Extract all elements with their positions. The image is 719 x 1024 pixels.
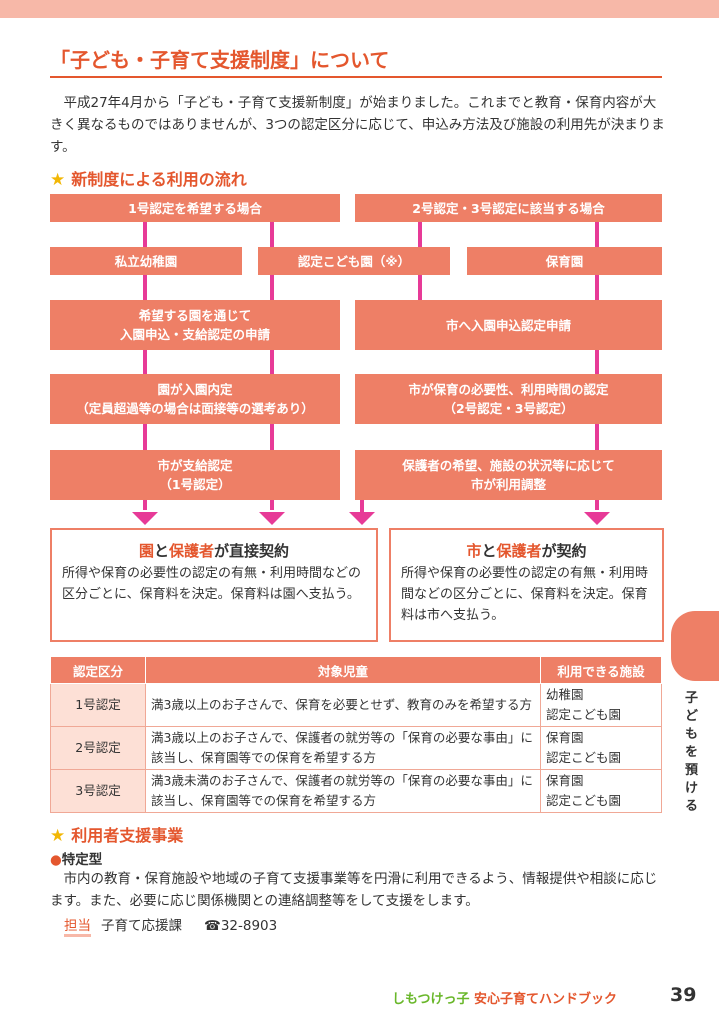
right-step2-line1: 市が保育の必要性、利用時間の認定: [408, 382, 609, 397]
support-section-title: 利用者支援事業: [71, 826, 184, 845]
left-step2-line1: 園が入園内定: [157, 382, 233, 397]
flow-line: [270, 222, 274, 510]
table-cell-target: 満3歳未満のお子さんで、保護者の就労等の「保育の必要な事由」に該当し、保育園等で…: [145, 769, 541, 813]
contact-dept: 子育て応援課: [101, 918, 182, 934]
table-cell-target: 満3歳以上のお子さんで、保育を必要とせず、教育のみを希望する方: [145, 683, 541, 727]
contract-left-a: 園: [138, 542, 154, 560]
right-step2: 市が保育の必要性、利用時間の認定 （2号認定・3号認定）: [355, 374, 662, 424]
table-cell-cat: 2号認定: [50, 726, 146, 770]
contract-box-right: 市と保護者が契約 所得や保育の必要性の認定の有無・利用時間などの区分ごとに、保育…: [389, 528, 664, 642]
flow-section-title: 新制度による利用の流れ: [71, 170, 247, 189]
support-section-heading: ★ 利用者支援事業: [50, 822, 183, 846]
left-step1-line1: 希望する園を通じて: [138, 308, 252, 323]
right-step1: 市へ入園申込認定申請: [355, 300, 662, 350]
table-header: 認定区分: [50, 656, 146, 684]
flow-line: [360, 492, 364, 516]
table-row: 1号認定 満3歳以上のお子さんで、保育を必要とせず、教育のみを希望する方 幼稚園…: [50, 683, 662, 727]
support-subhead-text: 特定型: [61, 852, 103, 868]
contact-phone: ☎32-8903: [204, 918, 278, 934]
table-cell-cat: 3号認定: [50, 769, 146, 813]
contract-box-left: 園と保護者が直接契約 所得や保育の必要性の認定の有無・利用時間などの区分ごとに、…: [50, 528, 378, 642]
left-step1-line2: 入園申込・支給認定の申請: [119, 327, 270, 342]
certification-table: 認定区分 対象児童 利用できる施設 1号認定 満3歳以上のお子さんで、保育を必要…: [50, 656, 662, 813]
contract-left-title: 園と保護者が直接契約: [52, 540, 376, 561]
contact-label: 担当: [64, 918, 91, 937]
right-step3-line1: 保護者の希望、施設の状況等に応じて: [402, 458, 615, 473]
contract-right-b: と: [481, 542, 497, 560]
facility-name: 保育園: [546, 773, 584, 788]
flow-head-left: 1号認定を希望する場合: [50, 194, 340, 222]
flow-section-heading: ★ 新制度による利用の流れ: [50, 166, 247, 190]
contract-left-c: 保護者: [169, 542, 215, 560]
facility-name: 保育園: [546, 730, 584, 745]
table-row: 3号認定 満3歳未満のお子さんで、保護者の就労等の「保育の必要な事由」に該当し、…: [50, 769, 662, 813]
contact-line: 担当子育て応援課 ☎32-8903: [64, 914, 278, 937]
left-step3-line2: （1号認定）: [159, 477, 231, 492]
table-row: 2号認定 満3歳以上のお子さんで、保護者の就労等の「保育の必要な事由」に該当し、…: [50, 726, 662, 770]
contract-right-d: が契約: [541, 542, 587, 560]
right-step2-line2: （2号認定・3号認定）: [443, 401, 574, 416]
top-band: [0, 0, 719, 18]
flow-line: [143, 222, 147, 510]
facility-name: 認定こども園: [546, 750, 622, 765]
right-step3: 保護者の希望、施設の状況等に応じて 市が利用調整: [355, 450, 662, 500]
contract-right-c: 保護者: [496, 542, 542, 560]
left-step2-line2: （定員超過等の場合は面接等の選考あり）: [76, 401, 314, 416]
right-step3-line2: 市が利用調整: [470, 477, 546, 492]
arrow-down-icon: [132, 512, 158, 525]
table-header-row: 認定区分 対象児童 利用できる施設: [50, 656, 662, 684]
left-step3-line1: 市が支給認定: [157, 458, 233, 473]
arrow-down-icon: [259, 512, 285, 525]
side-tab: [671, 611, 719, 681]
intro-paragraph: 平成27年4月から「子ども・子育て支援新制度」が始まりました。これまでと教育・保…: [50, 95, 665, 155]
table-cell-target: 満3歳以上のお子さんで、保護者の就労等の「保育の必要な事由」に該当し、保育園等で…: [145, 726, 541, 770]
contract-right-title: 市と保護者が契約: [391, 540, 662, 561]
contract-left-body: 所得や保育の必要性の認定の有無・利用時間などの区分ごとに、保育料を決定。保育料は…: [62, 566, 362, 602]
flow-line: [595, 222, 599, 510]
left-step3: 市が支給認定 （1号認定）: [50, 450, 340, 500]
facility-hoikuen: 保育園: [467, 247, 662, 275]
arrow-down-icon: [349, 512, 375, 525]
footer-title: しもつけっ子 安心子育てハンドブック: [392, 988, 617, 1007]
footer-book-title: 安心子育てハンドブック: [474, 992, 618, 1007]
facility-name: 幼稚園: [546, 687, 584, 702]
left-step2: 園が入園内定 （定員超過等の場合は面接等の選考あり）: [50, 374, 340, 424]
contract-left-b: と: [153, 542, 169, 560]
facility-kodomoen: 認定こども園（※）: [258, 247, 450, 275]
footer-brand: しもつけっ子: [392, 992, 470, 1007]
table-cell-cat: 1号認定: [50, 683, 146, 727]
star-icon: ★: [50, 826, 66, 846]
page-number: 39: [670, 984, 697, 1006]
arrow-down-icon: [584, 512, 610, 525]
support-body: 市内の教育・保育施設や地域の子育て支援事業等を円滑に利用できるよう、情報提供や相…: [50, 871, 658, 909]
title-underline: [50, 76, 662, 78]
table-header: 対象児童: [145, 656, 541, 684]
contract-right-a: 市: [466, 542, 482, 560]
table-cell-facilities: 保育園認定こども園: [540, 769, 662, 813]
facility-name: 認定こども園: [546, 707, 622, 722]
table-header: 利用できる施設: [540, 656, 662, 684]
support-subhead: ●特定型: [50, 848, 102, 868]
page-title: 「子ども・子育て支援制度」について: [50, 48, 390, 72]
facility-name: 認定こども園: [546, 793, 622, 808]
side-tab-label: 子どもを預ける: [685, 691, 699, 814]
flow-head-right: 2号認定・3号認定に該当する場合: [355, 194, 662, 222]
bullet-icon: ●: [50, 852, 62, 868]
star-icon: ★: [50, 170, 66, 190]
left-step1: 希望する園を通じて 入園申込・支給認定の申請: [50, 300, 340, 350]
facility-private-kindergarten: 私立幼稚園: [50, 247, 242, 275]
table-cell-facilities: 保育園認定こども園: [540, 726, 662, 770]
contract-right-body: 所得や保育の必要性の認定の有無・利用時間などの区分ごとに、保育料を決定。保育料は…: [401, 566, 649, 623]
contract-left-d: が直接契約: [214, 542, 290, 560]
table-cell-facilities: 幼稚園認定こども園: [540, 683, 662, 727]
